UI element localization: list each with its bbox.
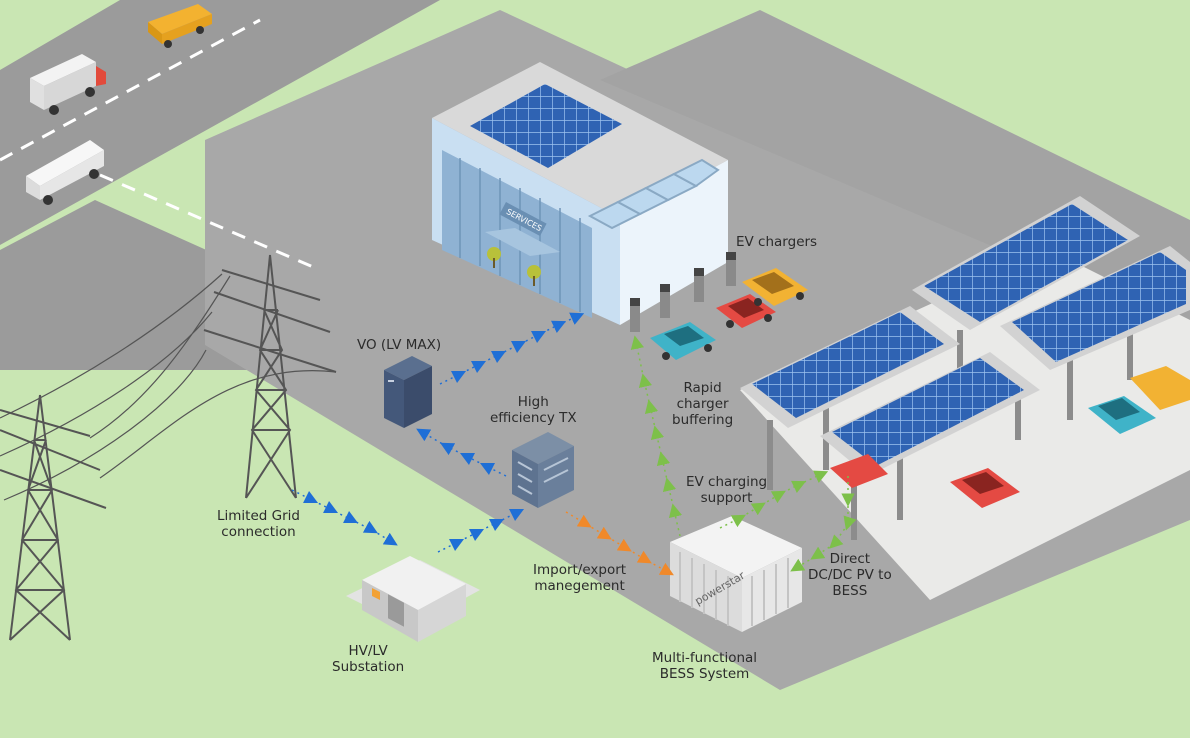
flow-tx-to-bess [565, 511, 674, 576]
label-rapid-charger-buffering: Rapid charger buffering [672, 380, 734, 428]
label-ev-charging-support: EV charging support [686, 474, 768, 506]
label-hv-lv-substation: HV/LV Substation [332, 643, 405, 675]
flow-pv-to-bess [790, 476, 857, 572]
label-import-export-management: Import/export manegement [533, 562, 627, 594]
label-limited-grid-connection: Limited Grid connection [217, 508, 300, 540]
solar-canopies [740, 196, 1190, 540]
solar-panels-roof [470, 84, 622, 168]
label-direct-dc-dc-pv: Direct DC/DC PV to BESS [808, 551, 892, 599]
ev-charger-posts [630, 252, 736, 332]
road-markings [0, 18, 321, 272]
truck-white [30, 54, 106, 115]
road-top [0, 0, 440, 245]
label-high-efficiency-tx: High efficiency TX [490, 394, 577, 426]
services-building: SERVICES [432, 62, 728, 325]
bess-container: powerstar [670, 516, 802, 632]
vo-lv-max-unit [384, 356, 432, 428]
label-ev-chargers: EV chargers [736, 234, 818, 250]
power-lines [0, 273, 337, 501]
canopy-cars [830, 366, 1190, 508]
label-bess-system: Multi-functional BESS System [652, 650, 758, 682]
hv-lv-substation [346, 556, 480, 642]
electricity-pylons [0, 254, 337, 641]
flow-grid-to-substation [291, 489, 398, 546]
energy-flows [291, 312, 857, 576]
label-vo-lv-max: VO (LV MAX) [357, 337, 442, 353]
van-yellow [148, 4, 212, 48]
high-efficiency-transformer [512, 432, 574, 508]
car-yellow [742, 268, 808, 306]
flow-bess-to-chargers [630, 335, 683, 537]
flow-vo-to-building [439, 312, 585, 385]
flow-bess-to-canopy [719, 470, 829, 529]
van-white [26, 140, 104, 205]
